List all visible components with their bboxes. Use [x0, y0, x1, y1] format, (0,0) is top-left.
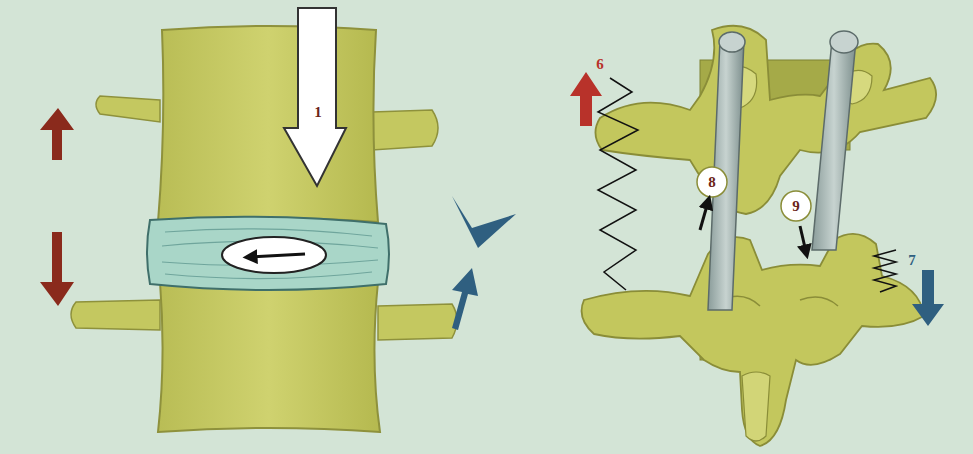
tension-arrow-down: [40, 232, 74, 306]
lower-vertebral-body: [158, 282, 380, 432]
facet-joint-circle: [781, 191, 811, 221]
callout-number: 8: [708, 175, 716, 190]
callout-number: 9: [792, 199, 800, 214]
upper-anterior-process: [372, 110, 438, 150]
callout-number: 6: [596, 57, 604, 72]
callout-number: 7: [908, 253, 916, 268]
nucleus-pulposus: [222, 237, 326, 273]
nucleus-shift-arrow: [250, 254, 305, 257]
right-rod-end: [830, 31, 858, 53]
lower-anterior-process: [378, 304, 457, 340]
lateral-vertebrae: [40, 8, 516, 432]
lower-posterior-process: [71, 300, 160, 330]
spinous-process: [742, 372, 770, 441]
upper-vertebral-body: [158, 26, 378, 222]
intervertebral-disc: [147, 217, 389, 290]
compression-arrowhead: [452, 196, 516, 248]
upper-vertebral-arch: [595, 26, 936, 214]
compression-arrow-up: [452, 268, 478, 330]
facet-arrow-down: [800, 226, 806, 252]
annulus-rings: [162, 229, 378, 279]
load-arrow: [284, 8, 346, 186]
lower-vertebral-arch: [582, 234, 924, 446]
lamina-contours: [720, 296, 838, 306]
right-facet-rod: [812, 40, 856, 250]
upper-posterior-process: [96, 96, 160, 122]
posterior-vertebrae: [570, 26, 944, 446]
tension-arrow-up: [40, 108, 74, 160]
ligament-spring: [598, 78, 638, 290]
facet-joint-circle: [697, 167, 727, 197]
left-rod-end: [719, 32, 745, 52]
tension-arrow-up: [570, 72, 602, 126]
facet-arrow-up: [700, 202, 708, 230]
ligament-spring: [874, 250, 896, 292]
compression-arrow-down: [912, 270, 944, 326]
callout-number: 1: [314, 105, 322, 120]
